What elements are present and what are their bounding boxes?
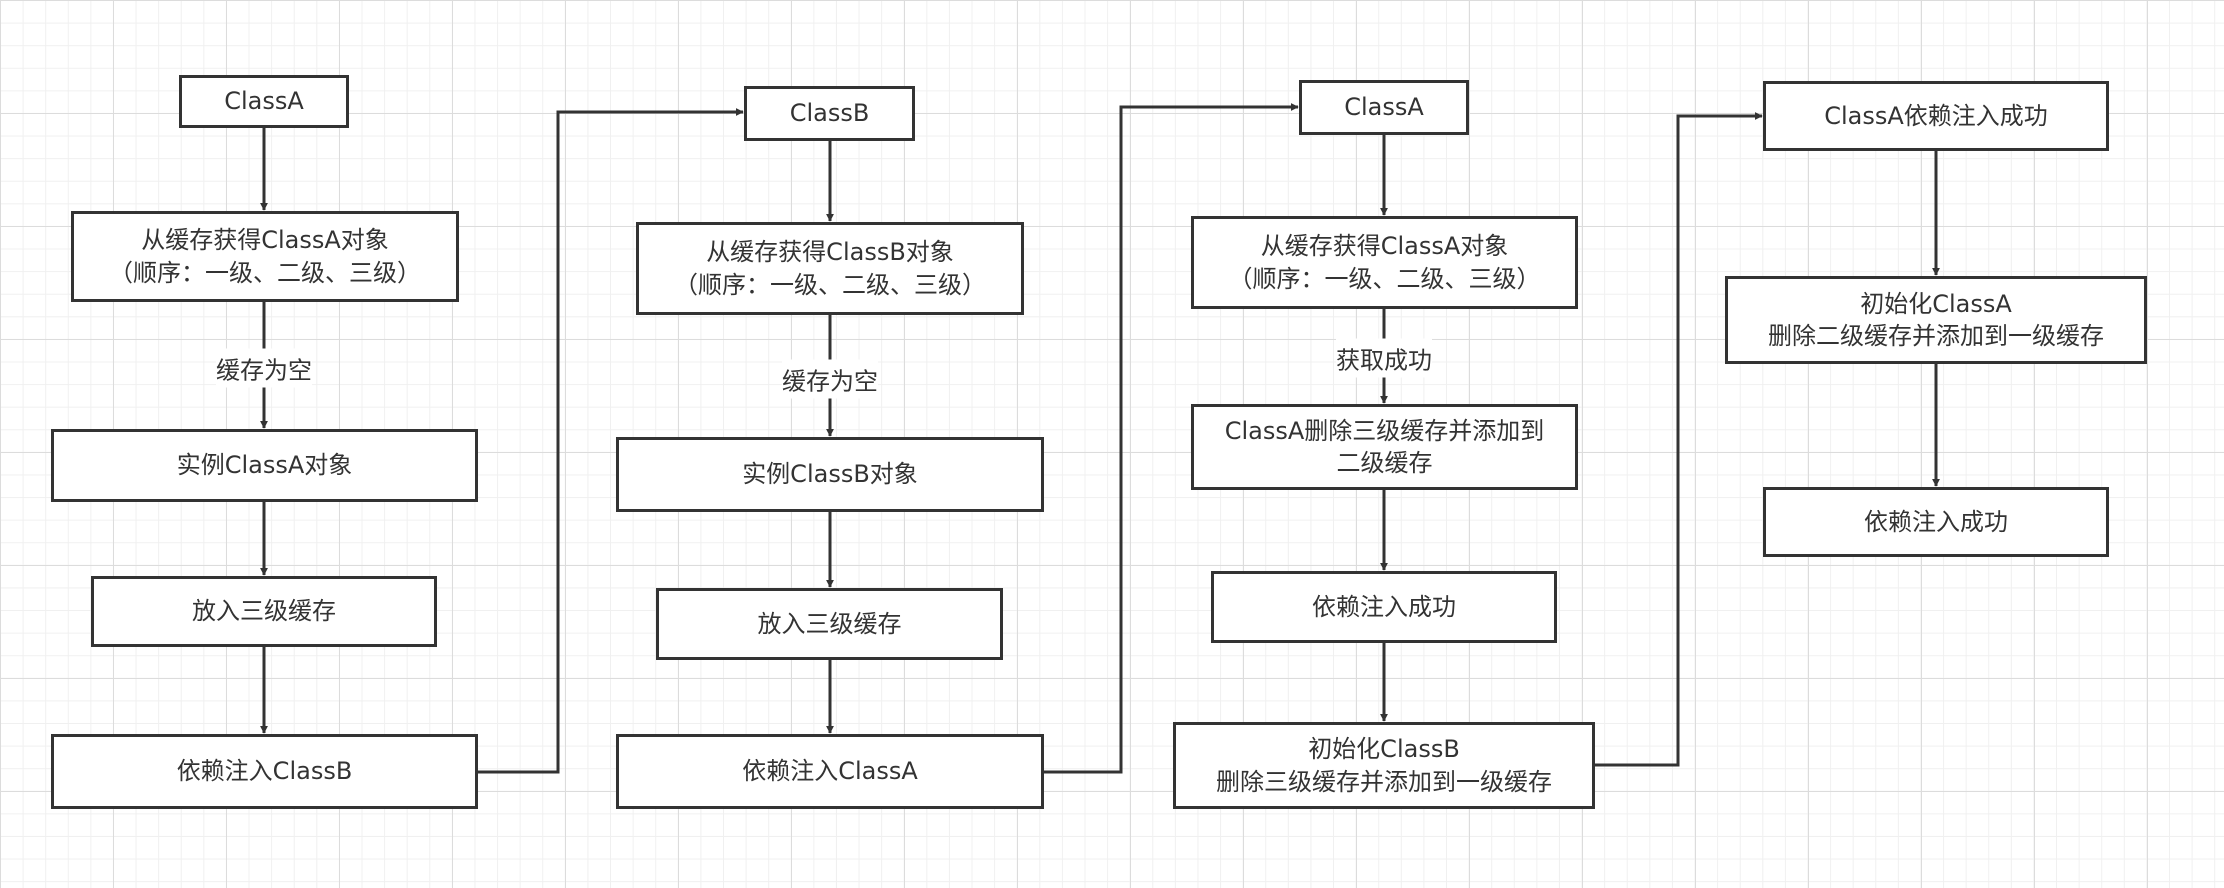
node-c1-instantiate: 实例ClassA对象: [51, 429, 478, 502]
node-text: （顺序：一级、二级、三级）: [1228, 264, 1541, 293]
node-text: 从缓存获得ClassB对象: [706, 238, 954, 267]
node-c2-inject-classa: 依赖注入ClassA: [616, 734, 1044, 809]
node-c4-inject-success: 依赖注入成功: [1763, 487, 2109, 557]
node-text: （顺序：一级、二级、三级）: [109, 258, 421, 287]
node-c4-init-classa: 初始化ClassA 删除二级缓存并添加到一级缓存: [1725, 276, 2147, 364]
edge-label-cache-empty: 缓存为空: [216, 348, 312, 388]
node-text: ClassB: [789, 99, 870, 128]
node-text: 删除三级缓存并添加到一级缓存: [1216, 767, 1552, 796]
node-c2-instantiate: 实例ClassB对象: [616, 437, 1044, 512]
node-c2-classb: ClassB: [744, 86, 915, 141]
edge-label-cache-empty: 缓存为空: [782, 359, 878, 399]
node-text: ClassA删除三级缓存并添加到: [1224, 416, 1545, 445]
edge-label-get-success: 获取成功: [1336, 338, 1432, 378]
node-c3-inject-success: 依赖注入成功: [1211, 571, 1557, 643]
connector-c1-to-c2: [478, 108, 744, 774]
node-text: 实例ClassA对象: [176, 451, 353, 480]
node-text: 删除二级缓存并添加到一级缓存: [1768, 322, 2104, 350]
node-c3-get-from-cache: 从缓存获得ClassA对象 （顺序：一级、二级、三级）: [1191, 216, 1578, 309]
node-c1-put-l3-cache: 放入三级缓存: [91, 576, 437, 647]
node-text: 从缓存获得ClassA对象: [141, 226, 389, 255]
node-c1-get-from-cache: 从缓存获得ClassA对象 （顺序：一级、二级、三级）: [71, 211, 459, 302]
node-text: （顺序：一级、二级、三级）: [674, 270, 986, 299]
node-text: 二级缓存: [1336, 449, 1433, 477]
node-text: ClassA: [1344, 93, 1424, 122]
node-text: 从缓存获得ClassA对象: [1260, 232, 1509, 261]
node-text: 放入三级缓存: [192, 597, 336, 626]
node-text: 依赖注入成功: [1312, 592, 1456, 621]
node-c2-put-l3-cache: 放入三级缓存: [656, 588, 1003, 660]
node-c2-get-from-cache: 从缓存获得ClassB对象 （顺序：一级、二级、三级）: [636, 222, 1024, 315]
node-text: 初始化ClassA: [1860, 289, 2012, 318]
node-c3-move-to-l2: ClassA删除三级缓存并添加到 二级缓存: [1191, 404, 1578, 490]
node-text: 依赖注入成功: [1864, 507, 2008, 536]
node-c1-classa: ClassA: [179, 75, 349, 128]
node-text: 依赖注入ClassA: [742, 757, 918, 786]
node-text: 放入三级缓存: [757, 609, 902, 638]
node-text: 依赖注入ClassB: [176, 757, 353, 786]
node-text: ClassA: [224, 87, 304, 116]
node-c1-inject-classb: 依赖注入ClassB: [51, 734, 478, 809]
node-c4-classa-inject-success: ClassA依赖注入成功: [1763, 81, 2109, 151]
node-c3-init-classb: 初始化ClassB 删除三级缓存并添加到一级缓存: [1173, 722, 1595, 809]
node-text: 实例ClassB对象: [742, 460, 918, 489]
connector-c2-to-c3: [1043, 103, 1299, 774]
connector-c3-to-c4: [1594, 112, 1763, 767]
node-text: 初始化ClassB: [1308, 735, 1460, 764]
node-c3-classa: ClassA: [1299, 80, 1469, 135]
node-text: ClassA依赖注入成功: [1824, 101, 2048, 130]
